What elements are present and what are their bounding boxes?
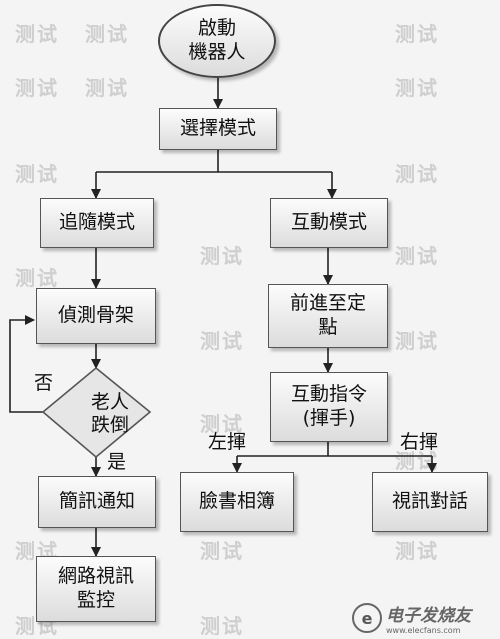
edge-label-no: 否 — [34, 372, 54, 394]
network-monitor-line-2: 監控 — [76, 589, 115, 611]
facebook-album-label: 臉書相簿 — [198, 490, 275, 513]
video-call-label: 視訊對話 — [391, 490, 468, 513]
interactive-command-line-1: 互動指令 — [290, 383, 367, 406]
facebook-album-node: 臉書相簿 — [180, 472, 294, 532]
video-call-node: 視訊對話 — [372, 472, 488, 532]
start-line-2: 機器人 — [188, 41, 246, 63]
start-line-1: 啟動 — [197, 17, 236, 40]
sms-notify-label: 簡訊通知 — [58, 490, 135, 513]
goto-point-line-2: 點 — [318, 316, 338, 338]
interactive-command-node: 互動指令 (揮手) — [270, 372, 388, 442]
decision-line-1: 老人 — [90, 391, 129, 414]
select-mode-label: 選擇模式 — [179, 117, 256, 140]
logo-cn-text: 电子发烧友 — [386, 606, 471, 626]
interactive-mode-label: 互動模式 — [290, 211, 367, 234]
logo-text: 电子发烧友 www.elecfans.com — [386, 601, 471, 635]
logo-en-text: www.elecfans.com — [386, 626, 461, 635]
edge-label-left-wave: 左揮 — [208, 431, 247, 453]
select-mode-node: 選擇模式 — [159, 108, 277, 150]
elderly-fall-decision: 老人 跌倒 — [62, 388, 158, 440]
network-monitor-line-1: 網路視訊 — [57, 565, 134, 588]
sms-notify-node: 簡訊通知 — [38, 476, 156, 528]
decision-line-2: 跌倒 — [90, 414, 129, 436]
elecfans-logo: e 电子发烧友 www.elecfans.com — [352, 597, 500, 639]
interactive-command-line-2: (揮手) — [302, 407, 356, 429]
follow-mode-node: 追隨模式 — [40, 198, 154, 248]
start-robot-node: 啟動 機器人 — [158, 4, 276, 78]
follow-mode-label: 追隨模式 — [58, 211, 135, 234]
logo-emblem-icon: e — [352, 603, 382, 633]
edge-label-right-wave: 右揮 — [400, 431, 439, 453]
edge-label-yes: 是 — [107, 451, 127, 473]
decision-diamond — [41, 366, 152, 459]
detect-skeleton-node: 偵測骨架 — [36, 288, 156, 344]
goto-point-line-1: 前進至定 — [289, 292, 366, 315]
network-monitor-node: 網路視訊 監控 — [36, 556, 156, 622]
detect-skeleton-label: 偵測骨架 — [57, 304, 134, 327]
interactive-mode-node: 互動模式 — [270, 198, 388, 248]
goto-point-node: 前進至定 點 — [268, 284, 388, 348]
